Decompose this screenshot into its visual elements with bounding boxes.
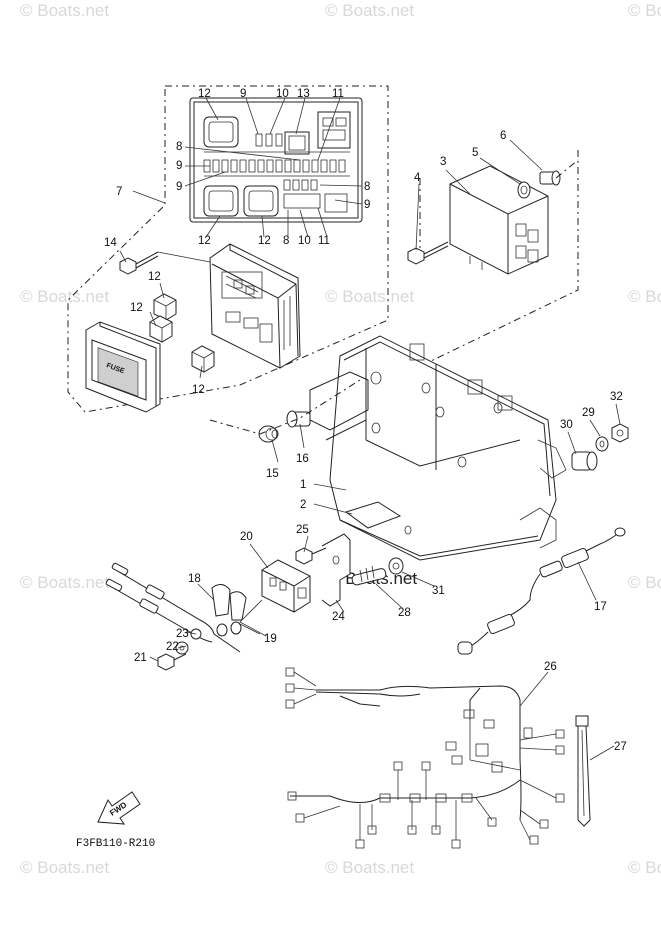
collar-6 bbox=[539, 170, 561, 186]
fuse-panel-top-view bbox=[189, 97, 363, 223]
bolt-14 bbox=[119, 251, 211, 275]
callout-27: 27 bbox=[614, 741, 627, 753]
watermarks: © Boats.net © Boats.net © Boats.net © Bo… bbox=[20, 1, 661, 877]
screw-25 bbox=[295, 547, 327, 565]
fusebox-group-outline bbox=[67, 85, 389, 413]
bracket-tray bbox=[309, 335, 567, 561]
callout-31: 31 bbox=[432, 585, 445, 597]
callout-2: 2 bbox=[300, 499, 306, 511]
callout-8: 8 bbox=[176, 141, 182, 153]
callout-leaders bbox=[119, 139, 621, 761]
watermark: © Boats.net bbox=[20, 287, 109, 306]
callout-21: 21 bbox=[134, 652, 147, 664]
callout-14: 14 bbox=[104, 237, 117, 249]
fuse-cover: FUSE bbox=[85, 321, 161, 413]
callout-12: 12 bbox=[198, 235, 211, 247]
callout-7: 7 bbox=[116, 186, 122, 198]
bolt-4 bbox=[407, 241, 449, 265]
callout-11: 11 bbox=[318, 235, 330, 247]
callout-9: 9 bbox=[364, 199, 370, 211]
callout-9: 9 bbox=[176, 181, 182, 193]
fwd-arrow: FWD bbox=[97, 791, 141, 825]
grommet-15 bbox=[258, 425, 279, 443]
callout-1: 1 bbox=[300, 479, 306, 491]
washer-29 bbox=[595, 436, 609, 452]
watermark: © Boats.net bbox=[628, 1, 661, 20]
watermark: © Boats.net bbox=[628, 858, 661, 877]
relays bbox=[149, 293, 215, 373]
callout-3: 3 bbox=[440, 156, 446, 168]
callout-12: 12 bbox=[198, 88, 211, 100]
grommet-28 bbox=[351, 565, 387, 586]
callout-22: 22 bbox=[166, 641, 179, 653]
fuse-panel-leaders bbox=[132, 97, 363, 238]
nut-32 bbox=[611, 423, 629, 443]
callout-28: 28 bbox=[398, 607, 411, 619]
callout-8: 8 bbox=[283, 235, 289, 247]
callout-9: 9 bbox=[176, 160, 182, 172]
grommet-leader bbox=[209, 379, 361, 435]
callout-4: 4 bbox=[414, 172, 421, 184]
watermark: © Boats.net bbox=[20, 573, 109, 592]
washer-31 bbox=[388, 557, 404, 575]
grommet-5 bbox=[517, 181, 531, 199]
callout-10: 10 bbox=[298, 235, 311, 247]
callout-20: 20 bbox=[240, 531, 253, 543]
watermark: © Boats.net bbox=[325, 1, 414, 20]
callout-8: 8 bbox=[364, 181, 370, 193]
washer-22 bbox=[175, 641, 189, 655]
watermark: © Boats.net bbox=[325, 858, 414, 877]
callout-18: 18 bbox=[188, 573, 201, 585]
bracket-24 bbox=[321, 533, 351, 607]
callout-5: 5 bbox=[472, 147, 478, 159]
callout-25: 25 bbox=[296, 524, 309, 536]
terminal-cap-18 bbox=[211, 584, 247, 621]
callout-12: 12 bbox=[148, 271, 161, 283]
callout-15: 15 bbox=[266, 468, 279, 480]
callout-numbers: 12 9 10 13 11 8 9 9 8 9 12 12 8 10 11 7 … bbox=[104, 88, 627, 753]
control-unit bbox=[449, 165, 549, 275]
starter-relay bbox=[261, 559, 311, 613]
watermark: © Boats.net bbox=[20, 858, 109, 877]
watermark: © Boats.net bbox=[325, 287, 414, 306]
cable-17 bbox=[457, 527, 626, 655]
watermark: © Boats.net bbox=[628, 287, 661, 306]
callout-12: 12 bbox=[192, 384, 205, 396]
watermark: © Boats.net bbox=[628, 573, 661, 592]
callout-32: 32 bbox=[610, 391, 623, 403]
grommet-30 bbox=[571, 451, 598, 471]
callout-10: 10 bbox=[276, 88, 289, 100]
callout-30: 30 bbox=[560, 419, 573, 431]
callout-23: 23 bbox=[176, 628, 189, 640]
callout-17: 17 bbox=[594, 601, 607, 613]
callout-12: 12 bbox=[130, 302, 143, 314]
callout-9: 9 bbox=[240, 88, 246, 100]
callout-12: 12 bbox=[258, 235, 271, 247]
callout-13: 13 bbox=[297, 88, 310, 100]
callout-16: 16 bbox=[296, 453, 309, 465]
callout-29: 29 bbox=[582, 407, 595, 419]
diagram-code: F3FB110-R210 bbox=[76, 838, 155, 850]
callout-24: 24 bbox=[332, 611, 345, 623]
watermark: © Boats.net bbox=[20, 1, 109, 20]
fuse-box-housing bbox=[209, 243, 301, 369]
callout-19: 19 bbox=[264, 633, 277, 645]
callout-26: 26 bbox=[544, 661, 557, 673]
battery-cables bbox=[105, 562, 267, 653]
bolt-21 bbox=[157, 653, 187, 671]
wire-harness bbox=[285, 667, 565, 849]
callout-6: 6 bbox=[500, 130, 506, 142]
cable-tie-27 bbox=[575, 715, 591, 827]
callout-11: 11 bbox=[332, 88, 344, 100]
control-unit-leaders bbox=[399, 150, 579, 377]
